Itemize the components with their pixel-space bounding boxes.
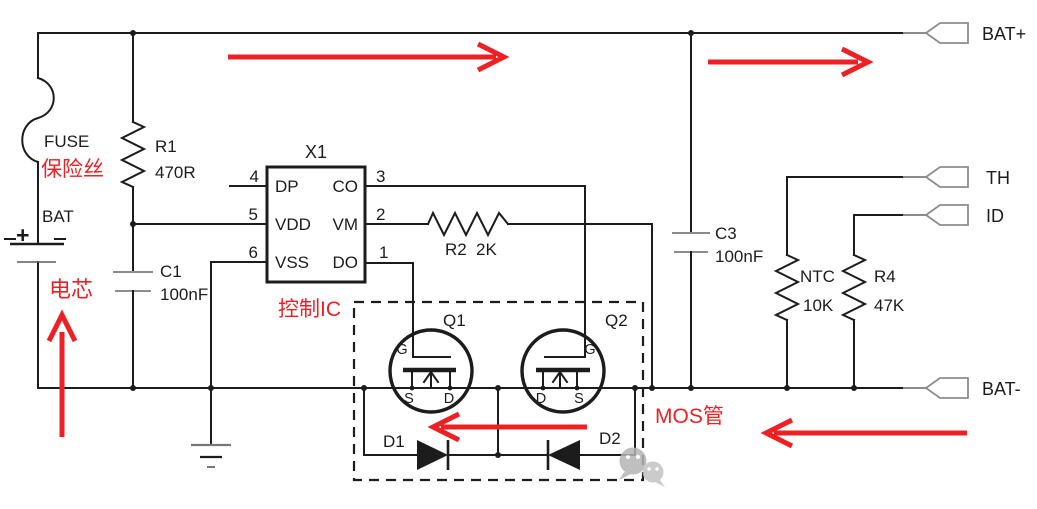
r4-zigzag: [840, 253, 868, 322]
r2-value: 2K: [476, 240, 497, 259]
battery-symbol: BAT + 电芯: [4, 207, 93, 302]
ground-symbol: [191, 443, 231, 468]
q2-mosfet: Q2 G D S: [520, 311, 628, 414]
q1-name: Q1: [443, 311, 466, 330]
bat-plus-label: BAT+: [982, 24, 1026, 44]
ntc-resistor: NTC 10K: [773, 176, 835, 389]
fuse-annotation-cn: 保险丝: [41, 158, 104, 181]
ic-output-nets: R2 2K: [364, 185, 653, 389]
flow-arrow-top-left-head-icon: [476, 41, 510, 73]
r1-zigzag: [119, 120, 147, 189]
flow-arrow-bottom-right-head-icon: [760, 417, 794, 449]
d1-left-wire: [363, 387, 418, 456]
ic-pin-num-3: 3: [376, 167, 385, 186]
bat-minus-label: BAT-: [982, 379, 1021, 399]
q2-source-label: S: [574, 391, 584, 407]
power-rails: [37, 32, 926, 389]
c3-name: C3: [715, 224, 737, 243]
id-label: ID: [986, 206, 1004, 226]
q1-circle: [388, 328, 474, 414]
c1-value: 100nF: [160, 285, 208, 304]
ic-pin-vdd: VDD: [275, 215, 311, 234]
q1-mosfet: Q1 G S D: [388, 311, 474, 414]
id-terminal: [924, 204, 969, 226]
q1-gate-label: G: [396, 342, 407, 358]
co-net-wire: [364, 185, 586, 358]
q1-body-arrow: [422, 370, 440, 387]
d1-name: D1: [383, 432, 405, 451]
fuse-symbol: FUSE 保险丝: [21, 76, 104, 181]
ic-annotation-cn: 控制IC: [278, 298, 341, 321]
ic-pin-do: DO: [333, 253, 359, 272]
th-label: TH: [986, 168, 1010, 188]
q2-gate-label: G: [584, 342, 595, 358]
vm-right-wire: [507, 223, 653, 389]
control-ic: X1 DP VDD VSS CO VM DO 4 5 6 3 2 1 控制IC: [132, 142, 388, 446]
d2-name: D2: [599, 429, 621, 448]
c1-name: C1: [160, 262, 182, 281]
bat-minus-terminal: [924, 377, 969, 399]
q1-source-label: S: [404, 391, 414, 407]
q2-circle: [520, 328, 606, 414]
do-net-wire: [364, 262, 414, 358]
r1-value: 470R: [155, 163, 196, 182]
ic-body: [265, 165, 367, 284]
ic-pin-num-5: 5: [249, 205, 258, 224]
d2-triangle: [548, 440, 580, 470]
r4-name: R4: [874, 267, 896, 286]
flow-arrow-battery-head-icon: [46, 309, 78, 343]
mosfet-dashed-box: [352, 300, 645, 482]
ic-pin-vm: VM: [333, 215, 359, 234]
q2-body-arrow: [551, 370, 569, 387]
r1-resistor: R1 470R: [119, 32, 196, 273]
ic-pin-num-4: 4: [250, 167, 259, 186]
battery-plus-sign: +: [16, 222, 29, 248]
r4-value: 47K: [874, 296, 905, 315]
junction-dots: [130, 30, 857, 458]
ntc-name: NTC: [800, 267, 835, 286]
mosfet-annotation-cn: MOS管: [655, 405, 724, 428]
battery-annotation-cn: 电芯: [49, 277, 93, 302]
ic-pin-num-6: 6: [249, 243, 258, 262]
wechat-watermark-icon: [619, 447, 665, 487]
ic-designator: X1: [305, 142, 327, 162]
c3-capacitor: C3 100nF: [672, 32, 763, 389]
ic-pin-dp: DP: [275, 177, 299, 196]
r4-resistor: R4 47K: [840, 214, 905, 389]
ic-pin-co: CO: [333, 177, 359, 196]
r1-name: R1: [155, 137, 177, 156]
q1-drain-label: D: [444, 391, 454, 407]
fuse-label: FUSE: [44, 132, 89, 151]
d1-diode: D1: [363, 387, 549, 470]
c1-capacitor: C1 100nF: [113, 262, 208, 389]
c3-value: 100nF: [715, 247, 763, 266]
q2-name: Q2: [605, 311, 628, 330]
ic-pin-num-1: 1: [379, 243, 388, 262]
fuse-squiggle: [21, 76, 55, 164]
connector-terminals: BAT+ TH ID BAT-: [924, 22, 1026, 399]
d1-triangle: [417, 440, 448, 470]
q2-drain-label: D: [536, 391, 546, 407]
th-terminal: [924, 166, 969, 188]
vss-ground-wire: [210, 261, 268, 446]
r2-name: R2: [445, 240, 467, 259]
flow-arrow-top-right-head-icon: [840, 46, 874, 78]
r2-zigzag: [426, 210, 510, 238]
ntc-zigzag: [773, 253, 801, 322]
flow-arrow-diode-head-icon: [427, 411, 461, 443]
flow-annotations: [46, 41, 967, 449]
ic-pin-num-2: 2: [376, 205, 385, 224]
battery-label: BAT: [42, 207, 74, 226]
ic-pin-vss: VSS: [275, 253, 309, 272]
bat-plus-terminal: [924, 22, 969, 44]
ntc-value: 10K: [803, 296, 834, 315]
